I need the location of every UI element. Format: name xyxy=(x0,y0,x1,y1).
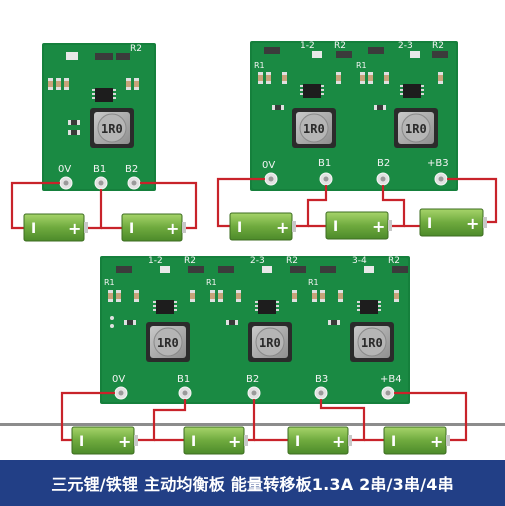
battery-plus-sign: + xyxy=(276,218,289,237)
board-3s-battery-2: I + xyxy=(325,211,392,240)
board-4s-label-r2-b: R2 xyxy=(286,256,298,266)
board-4s-inductor-mark-1: 1R0 xyxy=(157,336,179,350)
board-4s-pad-label-b3: B3 xyxy=(315,374,328,385)
board-4s-battery-1: I + xyxy=(71,426,138,455)
board-2s-battery-1: I + xyxy=(23,213,88,242)
board-4s-label-r1-c: R1 xyxy=(308,278,319,287)
board-3s-battery-1: I + xyxy=(229,212,296,241)
board-2s-pad-label-0v: 0V xyxy=(58,164,71,175)
board-4s-battery-4: I + xyxy=(383,426,450,455)
battery-minus-sign: I xyxy=(427,216,432,232)
battery-minus-sign: I xyxy=(31,221,36,237)
battery-plus-sign: + xyxy=(166,219,179,238)
board-2s-battery-2: I + xyxy=(121,213,186,242)
board-2s-label-r2: R2 xyxy=(130,44,142,54)
board-3s-inductor-mark-2: 1R0 xyxy=(405,122,427,136)
board-3s-inductor-mark-1: 1R0 xyxy=(303,122,325,136)
board-4s-wires xyxy=(60,391,468,442)
board-2s: R2 1R0 0V B1 B2 xyxy=(42,43,156,191)
board-4s-label-r1-b: R1 xyxy=(206,278,217,287)
battery-plus-sign: + xyxy=(466,214,479,233)
board-4s-label-1-2: 1-2 xyxy=(148,256,163,266)
caption-text: 三元锂/铁锂 主动均衡板 能量转移板1.3A 2串/3串/4串 xyxy=(51,475,454,494)
board-4s-battery-3: I + xyxy=(287,426,352,455)
board-3s-pad-label-0v: 0V xyxy=(262,160,275,171)
board-4s-label-2-3: 2-3 xyxy=(250,256,265,266)
board-3s-label-r1-b: R1 xyxy=(356,61,367,70)
board-4s-label-r2-c: R2 xyxy=(388,256,400,266)
table-edge-line xyxy=(0,423,505,426)
board-4s-pad-label-0v: 0V xyxy=(112,374,125,385)
board-4s-inductor-mark-3: 1R0 xyxy=(361,336,383,350)
board-4s-label-r1-a: R1 xyxy=(104,278,115,287)
board-4s-pad-label-b1: B1 xyxy=(177,374,190,385)
board-4s-pad-label-b2: B2 xyxy=(246,374,259,385)
board-4s-inductor-mark-2: 1R0 xyxy=(259,336,281,350)
board-3s-wires xyxy=(216,177,498,228)
board-2s-pad-label-b2: B2 xyxy=(125,164,138,175)
board-4s-battery-2: I + xyxy=(183,426,248,455)
board-3s-label-r1-a: R1 xyxy=(254,61,265,70)
board-3s-battery-3: I + xyxy=(419,208,487,237)
board-2s-pad-label-b1: B1 xyxy=(93,164,106,175)
battery-plus-sign: + xyxy=(372,217,385,236)
board-3s-pad-label-b1: B1 xyxy=(318,158,331,169)
board-3s-label-1-2: 1-2 xyxy=(300,41,315,51)
battery-minus-sign: I xyxy=(333,219,338,235)
board-4s: 1-2 R2 2-3 R2 3-4 R2 R1 R1 R1 xyxy=(100,256,410,404)
battery-plus-sign: + xyxy=(68,219,81,238)
battery-minus-sign: I xyxy=(79,434,84,450)
board-3s-pad-label-b3: +B3 xyxy=(427,158,449,169)
board-3s-pad-label-b2: B2 xyxy=(377,158,390,169)
battery-minus-sign: I xyxy=(391,434,396,450)
caption-banner: 三元锂/铁锂 主动均衡板 能量转移板1.3A 2串/3串/4串 xyxy=(0,460,505,506)
board-4s-label-r2-a: R2 xyxy=(184,256,196,266)
board-4s-label-3-4: 3-4 xyxy=(352,256,367,266)
battery-minus-sign: I xyxy=(191,434,196,450)
battery-plus-sign: + xyxy=(430,432,443,451)
battery-minus-sign: I xyxy=(237,220,242,236)
board-3s-label-r2-b: R2 xyxy=(432,41,444,51)
board-3s: 1-2 R2 2-3 R2 R1 R1 1R0 1R0 0V B1 B2 +B3 xyxy=(250,41,458,191)
board-3s-label-r2-a: R2 xyxy=(334,41,346,51)
board-2s-wires xyxy=(10,181,198,230)
board-2s-inductor-mark: 1R0 xyxy=(101,122,123,136)
battery-plus-sign: + xyxy=(332,432,345,451)
battery-minus-sign: I xyxy=(295,434,300,450)
battery-plus-sign: + xyxy=(118,432,131,451)
board-4s-pad-label-b4: +B4 xyxy=(380,374,402,385)
battery-minus-sign: I xyxy=(129,221,134,237)
board-3s-label-2-3: 2-3 xyxy=(398,41,413,51)
battery-plus-sign: + xyxy=(228,432,241,451)
